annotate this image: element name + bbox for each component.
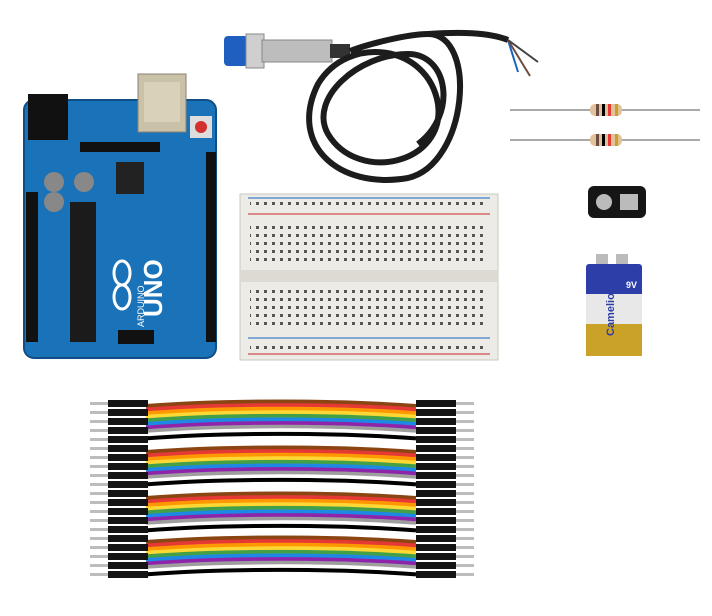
breadboard [238, 192, 500, 362]
arduino-uno-board: UNO ARDUINO [20, 72, 220, 362]
battery-rating-text: 9V [626, 280, 637, 290]
arduino-brand-text: ARDUINO [136, 285, 146, 327]
9v-battery: Camelion 9V [586, 254, 642, 356]
resistor [510, 102, 700, 118]
resistor [510, 132, 700, 148]
proximity-sensor [218, 14, 548, 190]
battery-clip [586, 180, 648, 222]
arduino-label-text: UNO [138, 259, 168, 317]
jumper-wires-bundle [86, 394, 478, 588]
battery-brand-text: Camelion [605, 286, 617, 336]
